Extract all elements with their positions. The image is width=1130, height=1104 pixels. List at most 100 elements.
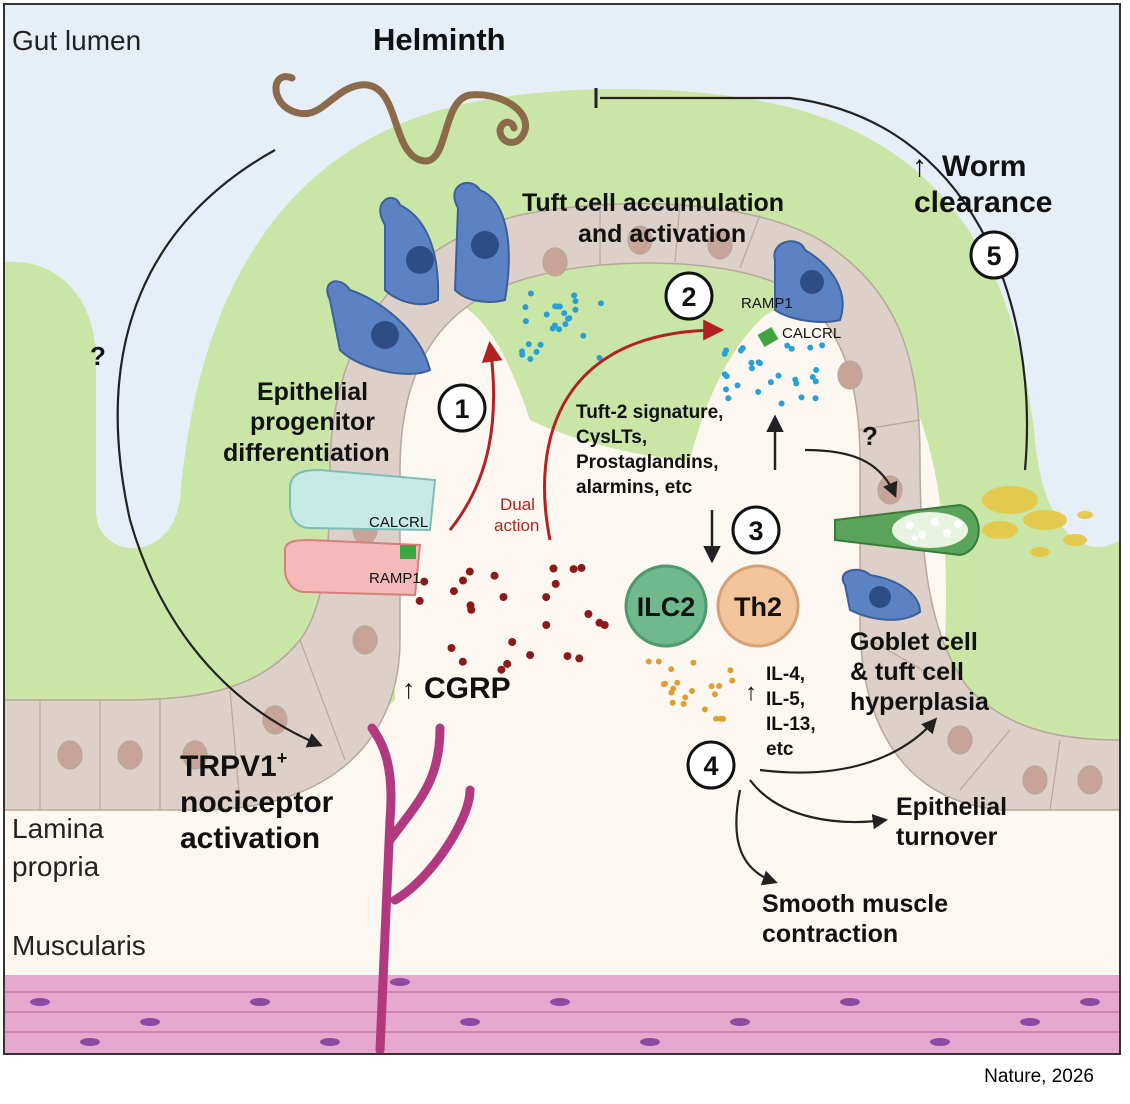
molecule-dot xyxy=(551,579,560,588)
molecule-dot xyxy=(549,564,558,573)
progenitor-cells xyxy=(284,326,779,597)
step-5-number: 5 xyxy=(986,241,1001,271)
molecule-dot xyxy=(527,290,534,297)
molecule-dot xyxy=(725,395,732,402)
trpv1-line2: nociceptor xyxy=(180,786,334,819)
molecule-dot xyxy=(459,576,467,585)
molecule-dot xyxy=(778,400,785,407)
dual-action-line2: action xyxy=(494,516,539,535)
molecule-dot xyxy=(526,651,535,660)
molecule-dot xyxy=(527,356,534,362)
molecule-dot xyxy=(737,347,744,354)
molecule-dot xyxy=(503,659,512,668)
molecule-dot xyxy=(575,654,584,663)
lamina-label-2: propria xyxy=(12,851,100,882)
molecule-dot xyxy=(569,565,578,574)
molecule-dot xyxy=(420,577,429,586)
molecule-dot xyxy=(572,298,579,305)
worm-clearance-arrow-glyph: ↑ xyxy=(912,150,927,183)
cytokine-item: etc xyxy=(766,739,794,760)
source-credit: Nature, 2026 xyxy=(984,1066,1094,1087)
cytokine-dots xyxy=(645,658,736,722)
molecule-dot xyxy=(449,587,458,596)
molecule-dot xyxy=(542,593,551,602)
tuft2-item: alarmins, etc xyxy=(576,477,693,498)
molecule-dot xyxy=(572,306,579,313)
cgrp-arrow-glyph: ↑ xyxy=(402,674,416,704)
molecule-dot xyxy=(580,332,587,339)
tuft2-item: Tuft-2 signature, xyxy=(576,402,723,423)
molecule-dot xyxy=(499,593,508,601)
molecule-dot xyxy=(723,373,730,380)
molecule-dot xyxy=(595,618,604,627)
gut-lumen-label: Gut lumen xyxy=(12,25,141,56)
trpv1-name: TRPV1 xyxy=(180,750,277,783)
molecule-dot xyxy=(533,348,540,355)
molecule-dot xyxy=(717,715,724,722)
cgrp-to-progenitor-arrow xyxy=(448,340,503,531)
tuft-accumulation-line1: Tuft cell accumulation xyxy=(522,189,784,217)
molecule-dot xyxy=(784,342,791,349)
molecule-dot xyxy=(680,700,687,707)
turnover-line1: Epithelial xyxy=(896,793,1007,821)
helminth-worm xyxy=(272,73,529,165)
step-3-number: 3 xyxy=(748,516,763,546)
molecule-dot xyxy=(497,665,506,674)
molecule-dot xyxy=(809,374,816,380)
helminth-to-nociceptor-arrow xyxy=(116,149,323,748)
worm-clearance-arrow xyxy=(600,96,1029,471)
th2-label: Th2 xyxy=(734,592,782,622)
cytokine-item: IL-5, xyxy=(766,689,805,710)
tuft2-signature-list: Tuft-2 signature, CysLTs, Prostaglandins… xyxy=(576,402,723,498)
molecule-dot xyxy=(415,596,424,605)
ramp1-right-label: RAMP1 xyxy=(741,295,793,312)
molecule-dot xyxy=(793,380,800,387)
molecule-dot xyxy=(727,667,734,674)
tuft-accumulation-line2: and activation xyxy=(578,220,746,248)
molecule-dot xyxy=(670,685,677,692)
molecule-dot xyxy=(813,367,820,373)
dual-action-line1: Dual xyxy=(500,495,535,514)
molecule-dot xyxy=(708,683,715,690)
molecule-dot xyxy=(788,345,795,352)
molecule-dot xyxy=(554,303,561,310)
molecule-dot xyxy=(755,388,762,395)
molecule-dot xyxy=(655,658,662,665)
turnover-line2: turnover xyxy=(896,823,998,851)
molecule-dot xyxy=(812,378,819,385)
goblet-cell xyxy=(834,503,980,557)
molecule-dot xyxy=(798,394,805,401)
muscularis-layer xyxy=(4,975,1120,1054)
smooth-muscle-line1: Smooth muscle xyxy=(762,890,948,918)
molecule-dot xyxy=(549,325,556,332)
molecule-dot xyxy=(748,365,755,372)
molecule-dot xyxy=(716,683,723,689)
molecule-dot xyxy=(598,300,604,307)
molecule-dot xyxy=(723,386,729,393)
calcrl-right-label: CALCRL xyxy=(782,325,841,342)
molecule-dot xyxy=(562,321,569,328)
molecule-dot xyxy=(447,644,456,652)
molecule-dot xyxy=(767,379,774,386)
step-4-number: 4 xyxy=(703,751,718,781)
to-turnover-arrow xyxy=(749,779,889,830)
molecule-dot xyxy=(734,382,741,389)
molecule-dot xyxy=(645,658,652,665)
progenitor-line1: Epithelial xyxy=(257,378,368,406)
question-mark-left: ? xyxy=(90,341,106,371)
nerve-fiber xyxy=(367,723,475,1054)
trpv1-line1: TRPV1+ xyxy=(180,748,287,783)
molecule-dot xyxy=(812,395,819,402)
molecule-dot xyxy=(563,652,572,661)
muscularis-label: Muscularis xyxy=(12,930,146,961)
question-mark-right: ? xyxy=(862,421,878,451)
molecule-dot xyxy=(522,318,529,325)
worm-clearance-line2: clearance xyxy=(914,186,1052,219)
th2-cell xyxy=(716,564,800,648)
molecule-dot xyxy=(690,659,697,666)
tuft-cell-nuclei xyxy=(371,231,891,608)
trpv1-line3: activation xyxy=(180,822,320,855)
molecule-dot xyxy=(566,315,573,322)
molecule-dot xyxy=(668,666,675,673)
molecule-dot xyxy=(571,292,578,299)
